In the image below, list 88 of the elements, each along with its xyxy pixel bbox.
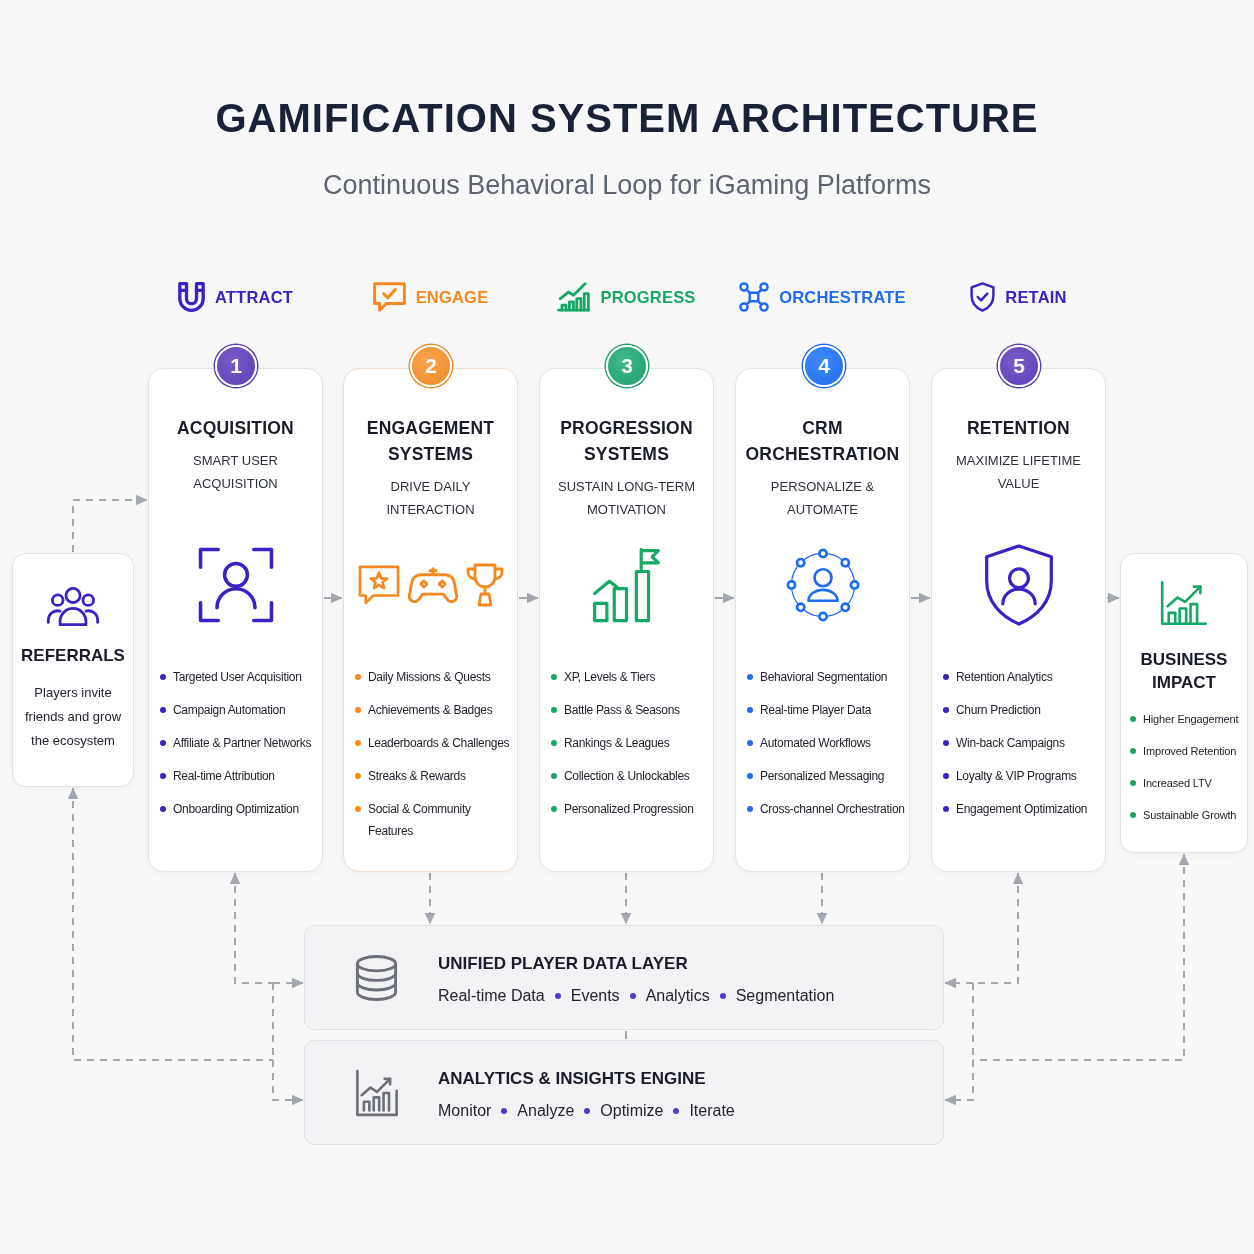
card-title: RETENTION xyxy=(966,417,1071,440)
arrow xyxy=(518,592,539,604)
layer-panel xyxy=(304,925,944,1030)
list-item-text: Cross-channel Orchestration xyxy=(760,801,905,818)
list-item-text: XP, Levels & Tiers xyxy=(564,669,656,686)
list-item-text: Retention Analytics xyxy=(956,669,1053,686)
list-item-text: Battle Pass & Seasons xyxy=(564,702,680,719)
dashed-arrow xyxy=(72,494,148,553)
list-item-text: Campaign Automation xyxy=(173,702,286,719)
card-title: REFERRALS xyxy=(21,645,125,667)
list-item-text: Targeted User Acquisition xyxy=(173,669,302,686)
feature-label: Iterate xyxy=(689,1101,735,1121)
arrow xyxy=(910,592,931,604)
card-title: ACQUISITION xyxy=(176,417,295,440)
list-item-text: Achievements & Badges xyxy=(368,702,493,719)
list-item-text: Personalized Messaging xyxy=(760,768,885,785)
list-item-text: Win-back Campaigns xyxy=(956,735,1065,752)
feature-label: Analyze xyxy=(517,1101,575,1121)
card-title: PROGRESSION SYSTEMS xyxy=(559,417,694,466)
card-subtitle: PERSONALIZE & AUTOMATE xyxy=(769,478,876,519)
step-number: 4 xyxy=(818,354,830,378)
panel-title: ANALYTICS & INSIGHTS ENGINE xyxy=(438,1068,706,1090)
step-circle xyxy=(606,345,648,387)
list-item-text: Real-time Player Data xyxy=(760,702,872,719)
card-title: BUSINESS IMPACT xyxy=(1139,649,1229,694)
list-item-text: Churn Prediction xyxy=(956,702,1041,719)
feature-label: Analytics xyxy=(645,986,710,1006)
dashed-arrow xyxy=(272,977,304,989)
stage-label: PROGRESS xyxy=(600,287,696,307)
stage-label: ATTRACT xyxy=(214,287,294,307)
diagram-subtitle: Continuous Behavioral Loop for iGaming Platforms xyxy=(323,169,931,202)
step-circle xyxy=(998,345,1040,387)
step-circle xyxy=(215,345,257,387)
list-item-text: Streaks & Rewards xyxy=(368,768,466,785)
list-item-text: Improved Retention xyxy=(1143,744,1237,759)
dashed-arrow xyxy=(816,872,828,925)
list-item-text: Collection & Unlockables xyxy=(564,768,690,785)
feature-label: Real-time Data xyxy=(438,986,545,1006)
feature-label: Events xyxy=(570,986,620,1006)
step-number: 1 xyxy=(230,354,242,378)
step-circle xyxy=(803,345,845,387)
list-item-text: Affiliate & Partner Networks xyxy=(173,735,312,752)
dashed-arrow xyxy=(944,1059,974,1106)
list-item-text: Social & Community Features xyxy=(368,801,472,840)
list-item-text: Personalized Progression xyxy=(564,801,694,818)
list-item-text: Higher Engagement xyxy=(1143,712,1239,727)
step-number: 2 xyxy=(425,354,437,378)
list-item-text: Leaderboards & Challenges xyxy=(368,735,510,752)
dashed-arrow xyxy=(972,853,1190,1061)
card-subtitle: SUSTAIN LONG-TERM MOTIVATION xyxy=(557,478,696,519)
list-item-text: Sustainable Growth xyxy=(1143,808,1237,823)
connector-line xyxy=(625,1030,627,1040)
stage-label: ENGAGE xyxy=(415,287,489,307)
stage-label: ORCHESTRATE xyxy=(779,287,906,307)
step-circle xyxy=(410,345,452,387)
card-title: CRM ORCHESTRATION xyxy=(744,417,901,466)
panel-title: UNIFIED PLAYER DATA LAYER xyxy=(438,953,688,975)
arrow xyxy=(1106,592,1120,604)
card-subtitle: DRIVE DAILY INTERACTION xyxy=(385,478,476,519)
card-subtitle: SMART USER ACQUISITION xyxy=(192,452,279,493)
card-subtitle: MAXIMIZE LIFETIME VALUE xyxy=(955,452,1082,493)
dashed-arrow xyxy=(944,977,974,989)
step-number: 3 xyxy=(621,354,633,378)
list-item-text: Behavioral Segmentation xyxy=(760,669,888,686)
dashed-arrow xyxy=(620,872,632,925)
dashed-arrow xyxy=(424,872,436,925)
feature-label: Monitor xyxy=(438,1101,492,1121)
feature-label: Optimize xyxy=(600,1101,664,1121)
stage-label: RETAIN xyxy=(1005,287,1067,307)
dashed-arrow xyxy=(229,872,274,984)
feature-label: Segmentation xyxy=(735,986,835,1006)
arrow xyxy=(323,592,343,604)
list-item-text: Automated Workflows xyxy=(760,735,871,752)
card-description: Players invite friends and grow the ecosystem xyxy=(23,684,123,750)
list-item-text: Increased LTV xyxy=(1143,776,1212,791)
referral-card xyxy=(12,553,134,787)
list-item-text: Onboarding Optimization xyxy=(173,801,299,818)
list-item-text: Rankings & Leagues xyxy=(564,735,670,752)
card-title: ENGAGEMENT SYSTEMS xyxy=(365,417,496,466)
step-number: 5 xyxy=(1013,354,1025,378)
list-item-text: Loyalty & VIP Programs xyxy=(956,768,1077,785)
layer-panel xyxy=(304,1040,944,1145)
outcome-card xyxy=(1120,553,1248,853)
list-item-text: Engagement Optimization xyxy=(956,801,1088,818)
list-item-text: Real-time Attribution xyxy=(173,768,275,785)
list-item-text: Daily Missions & Quests xyxy=(368,669,491,686)
diagram-title: GAMIFICATION SYSTEM ARCHITECTURE xyxy=(215,95,1039,142)
arrow xyxy=(714,592,735,604)
